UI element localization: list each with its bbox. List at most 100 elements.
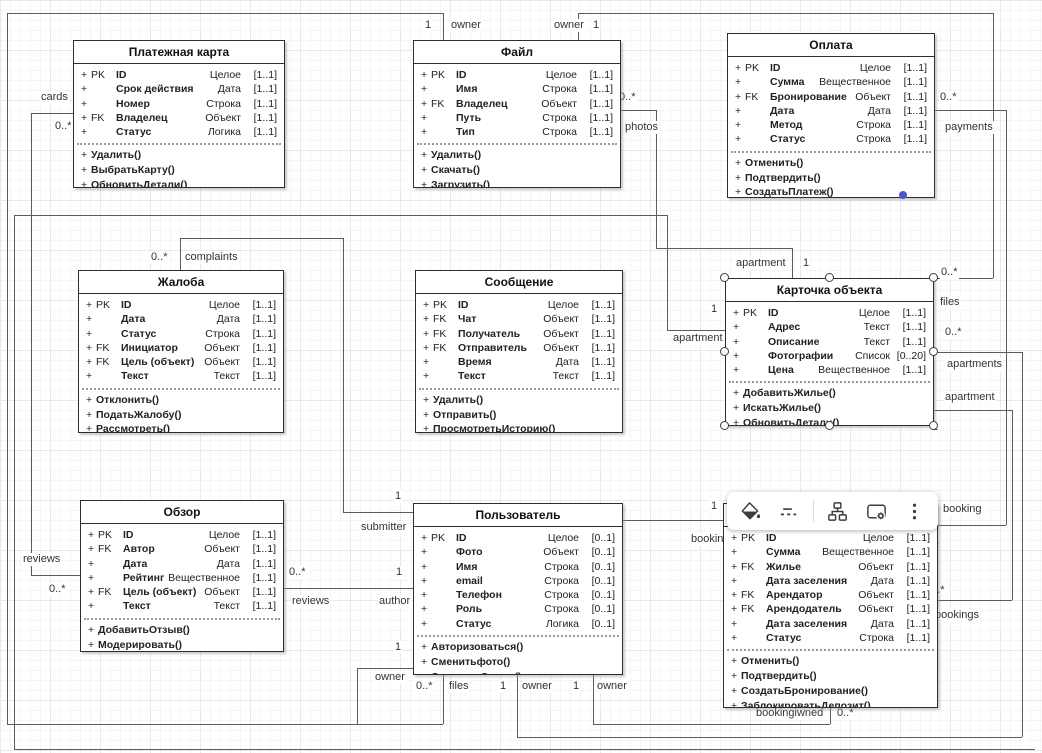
edge-segment[interactable] [656, 110, 657, 248]
edge-segment[interactable] [938, 525, 1006, 526]
edge-label[interactable]: 0..* [48, 583, 67, 596]
edge-segment[interactable] [343, 512, 413, 513]
selection-handle[interactable] [720, 273, 729, 282]
edge-segment[interactable] [443, 13, 444, 40]
edge-segment[interactable] [180, 238, 181, 270]
edge-label[interactable]: apartment [672, 332, 724, 345]
edge-label[interactable]: author [378, 595, 412, 608]
selection-handle[interactable] [720, 421, 729, 430]
edge-segment[interactable] [14, 215, 15, 749]
more-options-button[interactable] [900, 496, 930, 526]
edge-segment[interactable] [443, 675, 444, 724]
selection-handle[interactable] [825, 273, 834, 282]
edge-segment[interactable] [517, 675, 518, 737]
edge-label[interactable]: owner [553, 19, 585, 32]
selection-handle[interactable] [720, 347, 729, 356]
edge-segment[interactable] [31, 113, 32, 575]
edit-style-button[interactable] [861, 496, 891, 526]
edge-segment[interactable] [7, 13, 8, 724]
edge-segment[interactable] [830, 708, 831, 724]
edge-segment[interactable] [7, 13, 443, 14]
edge-segment[interactable] [667, 215, 668, 330]
edge-label[interactable]: 1 [710, 303, 719, 316]
selection-handle[interactable] [929, 347, 938, 356]
edge-label[interactable]: 0..* [836, 707, 855, 720]
edge-segment[interactable] [667, 330, 725, 331]
edge-label[interactable]: 1 [592, 19, 601, 32]
edge-label[interactable]: complaints [184, 251, 239, 264]
edge-segment[interactable] [938, 600, 1012, 601]
selection-handle[interactable] [929, 421, 938, 430]
edge-segment[interactable] [792, 248, 793, 278]
edge-label[interactable]: 1 [424, 19, 433, 32]
edge-label[interactable]: submitter [360, 521, 408, 534]
edge-segment[interactable] [180, 238, 343, 239]
edge-segment[interactable] [343, 238, 344, 512]
edge-label[interactable]: 1 [572, 680, 581, 693]
edge-label[interactable]: 1 [394, 641, 403, 654]
edge-segment[interactable] [14, 215, 667, 216]
edge-label[interactable]: apartment [735, 257, 787, 270]
edge-segment[interactable] [934, 352, 1022, 353]
fill-color-button[interactable] [735, 496, 765, 526]
edge-label[interactable]: files [448, 680, 470, 693]
edge-label[interactable]: booking [942, 503, 983, 516]
edge-label[interactable]: bookings [934, 609, 981, 622]
edge-label[interactable]: cards [40, 91, 69, 104]
edge-segment[interactable] [593, 675, 594, 724]
edge-label[interactable]: photos [624, 121, 660, 134]
edge-label[interactable]: owner [450, 19, 482, 32]
edge-segment[interactable] [7, 724, 443, 725]
edge-segment[interactable] [1022, 352, 1023, 737]
edge-label[interactable]: reviews [22, 553, 62, 566]
edge-segment[interactable] [31, 113, 73, 114]
edge-label[interactable]: 0..* [415, 680, 434, 693]
selection-handle[interactable] [825, 421, 834, 430]
edge-label[interactable]: files [939, 296, 961, 309]
edge-segment[interactable] [284, 588, 413, 589]
edge-segment[interactable] [517, 737, 1022, 738]
edge-segment[interactable] [623, 520, 723, 521]
edge-label[interactable]: owner [374, 671, 406, 684]
edge-segment[interactable] [593, 724, 830, 725]
edge-label[interactable]: apartment [944, 391, 996, 404]
edge-segment[interactable] [357, 668, 358, 724]
edge-label[interactable]: 1 [394, 490, 403, 503]
edge-segment[interactable] [31, 575, 80, 576]
edge-segment[interactable] [934, 410, 1012, 411]
edge-segment[interactable] [578, 13, 993, 14]
edge-segment[interactable] [935, 110, 1006, 111]
tree-layout-button[interactable] [822, 496, 852, 526]
edge-label[interactable]: 1 [802, 257, 811, 270]
edge-label[interactable]: 0..* [940, 266, 959, 279]
edge-label[interactable]: owner [596, 680, 628, 693]
edge-label[interactable]: 0..* [618, 91, 637, 104]
edge-label[interactable]: 0..* [54, 120, 73, 133]
edge-segment[interactable] [656, 248, 792, 249]
edge-label[interactable]: 1 [499, 680, 508, 693]
edge-label[interactable]: owner [521, 680, 553, 693]
edge-segment[interactable] [1006, 110, 1007, 525]
edge-label[interactable]: 1 [710, 500, 719, 513]
edge-label[interactable]: apartments [946, 358, 1004, 371]
edge-segment[interactable] [934, 278, 993, 279]
edge-label[interactable]: 0..* [939, 91, 958, 104]
edge-label[interactable]: 0..* [288, 566, 307, 579]
edge-label[interactable]: booking [690, 533, 731, 546]
edge-label[interactable]: 0..* [944, 326, 963, 339]
edge-segment[interactable] [357, 668, 413, 669]
line-style-button[interactable] [774, 496, 804, 526]
edge-segment[interactable] [993, 13, 994, 278]
edge-label[interactable]: reviews [291, 595, 331, 608]
edge-segment[interactable] [621, 110, 656, 111]
class-booking[interactable]: Бронирование+PKIDЦелое[1..1]+СуммаВещест… [723, 503, 938, 708]
